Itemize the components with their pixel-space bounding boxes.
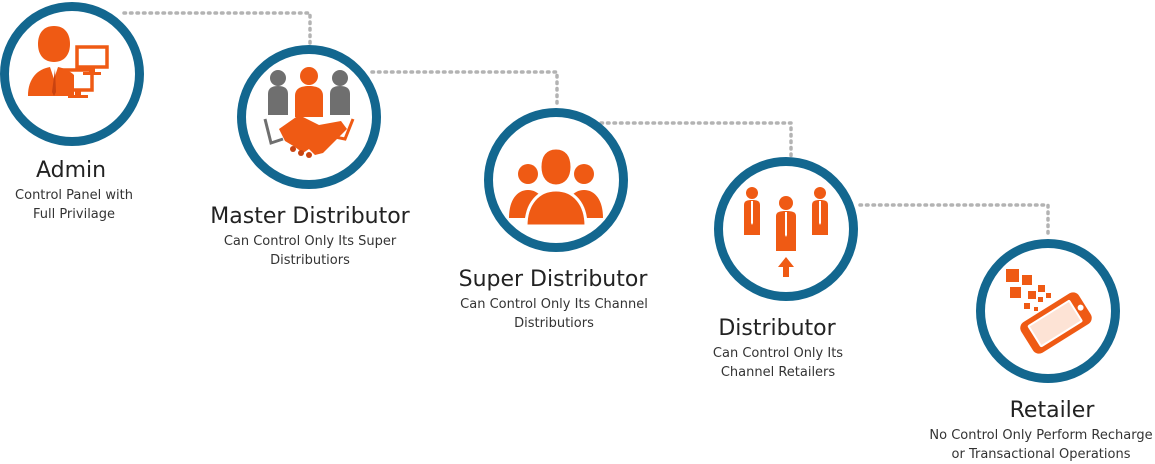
node-desc-retailer: No Control Only Perform Recharge or Tran… (929, 426, 1152, 464)
node-desc-line: Distributiors (514, 316, 594, 331)
retailer-node-circle (976, 239, 1120, 383)
connector-admin-master (122, 11, 312, 46)
node-desc-line: Can Control Only Its (712, 346, 844, 361)
team-upward-icon (744, 187, 828, 277)
node-title-distributor: Distributor (718, 316, 836, 341)
node-title-retailer: Retailer (1009, 398, 1095, 423)
node-desc-line: Can Control Only Its Super (223, 234, 397, 249)
node-desc-distributor: Can Control Only Its Channel Retailers (713, 344, 843, 382)
mobile-phone-icon (1006, 269, 1092, 354)
node-desc-master-distributor: Can Control Only Its Super Distributiors (224, 232, 396, 270)
node-desc-line: Channel Retailers (720, 365, 836, 380)
distributor-node-circle (714, 157, 858, 301)
node-desc-admin: Control Panel with Full Privilage (15, 186, 133, 224)
node-desc-line: Distributiors (270, 253, 350, 268)
node-desc-line: Can Control Only Its Channel (460, 297, 648, 312)
super-distributor-node-circle (484, 108, 628, 252)
node-title-admin: Admin (35, 158, 107, 183)
node-desc-line: No Control Only Perform Recharge (929, 428, 1153, 443)
handshake-team-icon (263, 67, 355, 158)
node-desc-line: or Transactional Operations (951, 447, 1131, 462)
connector-super-distributor (599, 121, 793, 158)
node-title-master-distributor: Master Distributor (210, 204, 410, 229)
node-title-super-distributor: Super Distributor (458, 267, 648, 292)
connector-master-super (370, 70, 559, 108)
master-distributor-node-circle (237, 45, 381, 189)
connector-distributor-retailer (858, 203, 1050, 240)
node-desc-line: Full Privilage (32, 207, 116, 222)
admin-node-circle (0, 2, 144, 146)
admin-computer-icon (28, 26, 109, 98)
user-group-icon (509, 146, 603, 228)
node-desc-line: Control Panel with (15, 188, 133, 203)
node-desc-super-distributor: Can Control Only Its Channel Distributio… (460, 295, 648, 333)
